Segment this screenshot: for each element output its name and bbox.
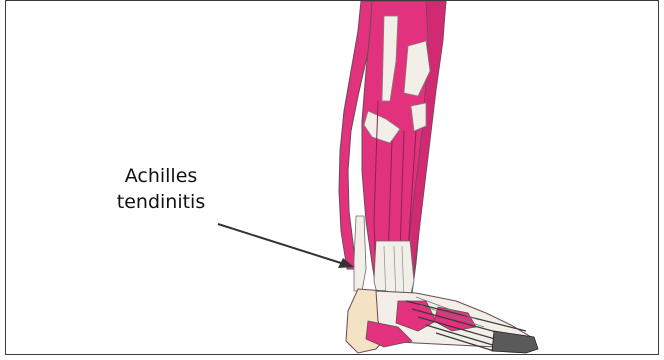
label-line-2: tendinitis	[101, 189, 221, 215]
achilles-tendon	[354, 216, 366, 291]
pointer-arrow-icon	[218, 224, 354, 268]
label-line-1: Achilles	[101, 163, 221, 189]
toes	[492, 331, 538, 353]
upper-tendon-4	[411, 103, 426, 131]
achilles-tendinitis-label: Achilles tendinitis	[101, 163, 221, 215]
diagram-frame: Achilles tendinitis	[5, 0, 659, 355]
